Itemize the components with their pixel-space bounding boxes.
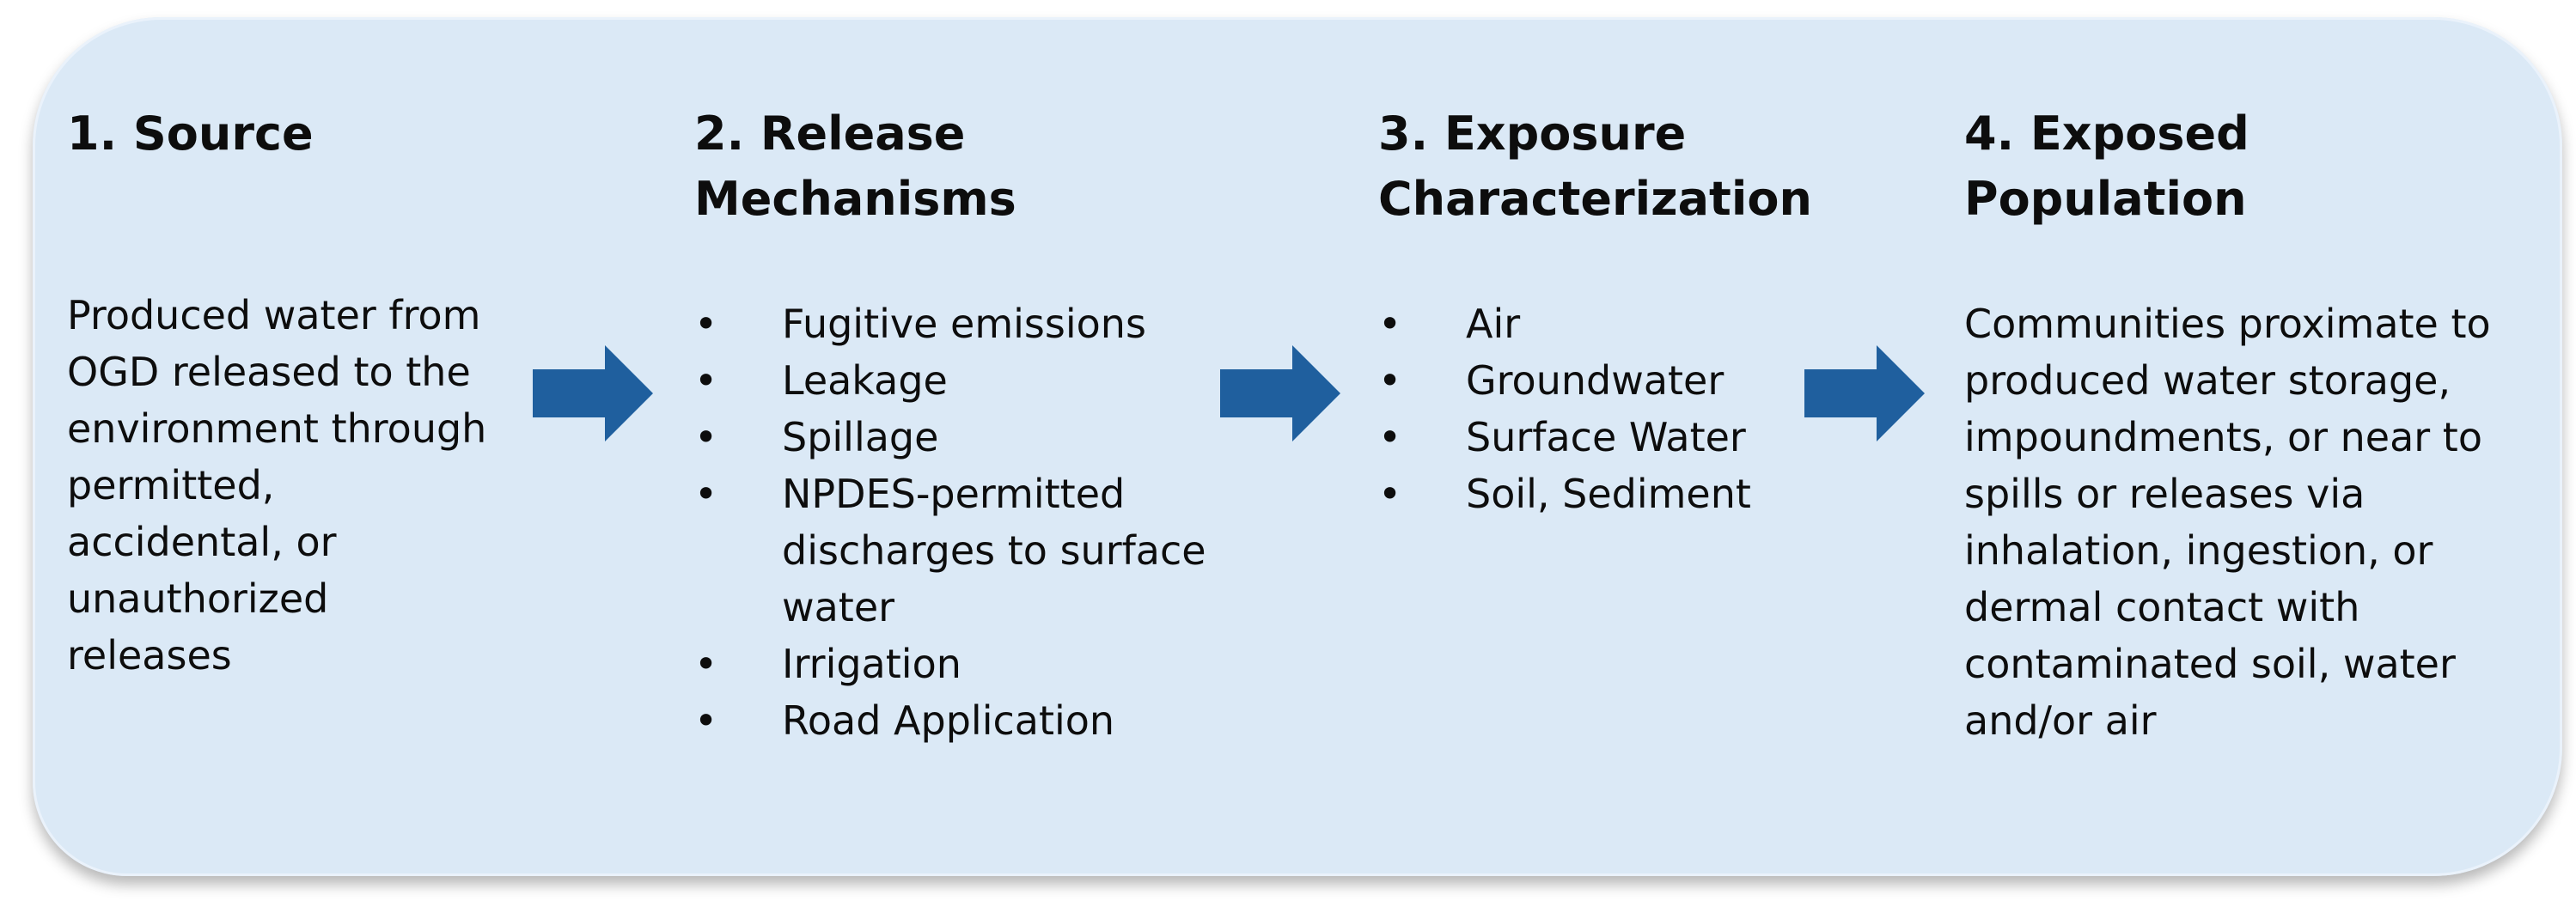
description-line: produced water storage, bbox=[1964, 357, 2451, 404]
list-item: •Irrigation bbox=[694, 636, 1244, 692]
stage-source-description: Produced water from OGD released to the … bbox=[67, 287, 514, 684]
bullet-icon: • bbox=[694, 641, 718, 687]
description-line: releases bbox=[67, 632, 232, 679]
flow-arrow-shape bbox=[533, 345, 653, 441]
description-line: accidental, or bbox=[67, 519, 337, 565]
bullet-icon: • bbox=[1378, 357, 1402, 404]
stage-population-title-line2: Population bbox=[1964, 172, 2247, 226]
release-mechanism-list: •Fugitive emissions •Leakage •Spillage •… bbox=[694, 295, 1244, 749]
stage-source-title: 1. Source bbox=[67, 107, 314, 161]
description-line: impoundments, or near to bbox=[1964, 414, 2482, 460]
stage-population-title-line1: 4. Exposed bbox=[1964, 107, 2249, 161]
bullet-icon: • bbox=[1378, 414, 1402, 460]
bullet-icon: • bbox=[694, 301, 718, 347]
flow-arrow-shape bbox=[1220, 345, 1340, 441]
stage-exposure-title-line1: 3. Exposure bbox=[1378, 107, 1687, 161]
flow-arrow-icon bbox=[1804, 345, 1925, 441]
list-item: •Road Application bbox=[694, 692, 1244, 749]
description-line: environment through bbox=[67, 405, 487, 452]
stage-release-title-line1: 2. Release bbox=[694, 107, 966, 161]
stage-exposure-title-line2: Characterization bbox=[1378, 172, 1812, 226]
stage-release-title-line2: Mechanisms bbox=[694, 172, 1016, 226]
list-item: •NPDES-permitted discharges to surface w… bbox=[694, 466, 1244, 636]
list-item: •Soil, Sediment bbox=[1378, 466, 1859, 522]
description-line: unauthorized bbox=[67, 575, 329, 622]
list-item: •Leakage bbox=[694, 352, 1244, 409]
exposure-media-list: •Air •Groundwater •Surface Water •Soil, … bbox=[1378, 295, 1859, 522]
stage-source: 1. Source Produced water from OGD releas… bbox=[67, 101, 514, 684]
stage-exposed-population: 4. Exposed Population Communities proxim… bbox=[1964, 101, 2531, 749]
bullet-icon: • bbox=[1378, 471, 1402, 517]
diagram-background-panel bbox=[33, 17, 2562, 876]
bullet-icon: • bbox=[694, 471, 718, 517]
stage-population-description: Communities proximate to produced water … bbox=[1964, 295, 2531, 749]
bullet-icon: • bbox=[1378, 301, 1402, 347]
bullet-icon: • bbox=[694, 697, 718, 744]
description-line: Communities proximate to bbox=[1964, 301, 2491, 347]
list-item: •Fugitive emissions bbox=[694, 295, 1244, 352]
list-item: •Spillage bbox=[694, 409, 1244, 466]
description-line: and/or air bbox=[1964, 697, 2157, 744]
bullet-icon: • bbox=[694, 414, 718, 460]
description-line: contaminated soil, water bbox=[1964, 641, 2456, 687]
description-line: dermal contact with bbox=[1964, 584, 2360, 630]
description-line: OGD released to the bbox=[67, 349, 471, 395]
description-line: inhalation, ingestion, or bbox=[1964, 527, 2433, 574]
description-line: permitted, bbox=[67, 462, 275, 508]
list-item: •Air bbox=[1378, 295, 1859, 352]
flow-arrow-icon bbox=[1220, 345, 1340, 441]
list-item: •Groundwater bbox=[1378, 352, 1859, 409]
description-line: spills or releases via bbox=[1964, 471, 2365, 517]
bullet-icon: • bbox=[694, 357, 718, 404]
stage-exposure-characterization: 3. Exposure Characterization •Air •Groun… bbox=[1378, 101, 1859, 522]
flow-arrow-icon bbox=[533, 345, 653, 441]
stage-release-mechanisms: 2. Release Mechanisms •Fugitive emission… bbox=[694, 101, 1244, 749]
description-line: Produced water from bbox=[67, 292, 481, 338]
list-item: •Surface Water bbox=[1378, 409, 1859, 466]
flow-arrow-shape bbox=[1804, 345, 1925, 441]
